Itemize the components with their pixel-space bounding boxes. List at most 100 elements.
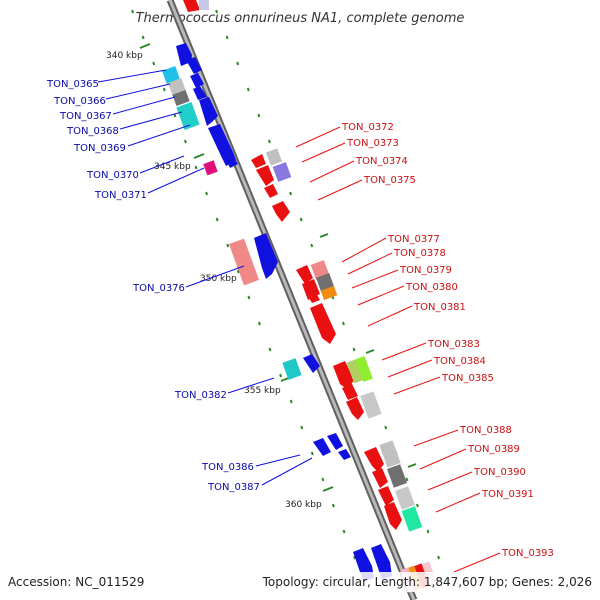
gene-arrow[interactable] [254, 233, 278, 279]
gene-arrow[interactable] [193, 86, 207, 100]
gene-box[interactable] [228, 238, 260, 286]
gene-arrow[interactable] [313, 438, 331, 456]
guide-dot [225, 35, 229, 40]
guide-dot [300, 425, 304, 430]
gene-arrow[interactable] [190, 73, 204, 88]
guide-dot [268, 347, 272, 352]
gene-box[interactable] [162, 66, 180, 84]
guide-dot [215, 9, 219, 14]
gene-label[interactable]: TON_0382 [174, 390, 227, 401]
gene-arrow[interactable] [378, 486, 394, 506]
gene-label[interactable]: TON_0365 [46, 79, 99, 90]
tick-mark [407, 463, 417, 468]
gene-label[interactable]: TON_0366 [53, 96, 106, 107]
gene-box[interactable] [387, 464, 407, 488]
gene-label[interactable]: TON_0386 [201, 462, 254, 473]
gene-label[interactable]: TON_0371 [94, 190, 147, 201]
gene-arrow[interactable] [199, 97, 218, 126]
gene-label[interactable]: TON_0388 [459, 425, 512, 436]
gene-arrow[interactable] [327, 433, 343, 450]
guide-dot [215, 217, 219, 222]
gene-arrow[interactable] [186, 57, 202, 74]
gene-label[interactable]: TON_0378 [393, 248, 446, 259]
gene-box[interactable] [316, 273, 334, 291]
guide-dot [246, 87, 250, 92]
gene-label[interactable]: TON_0391 [481, 489, 534, 500]
gene-box[interactable] [176, 101, 200, 131]
gene-label[interactable]: TON_0384 [433, 356, 486, 367]
guide-dot [267, 139, 271, 144]
gene-label[interactable]: TON_0374 [355, 156, 408, 167]
gene-label[interactable]: TON_0372 [341, 122, 394, 133]
guide-dot [332, 503, 335, 508]
gene-arrow[interactable] [264, 184, 278, 198]
gene-label[interactable]: TON_0381 [413, 302, 466, 313]
gene-label[interactable]: TON_0376 [132, 283, 185, 294]
gene-box[interactable] [379, 440, 401, 468]
guide-dot [226, 243, 230, 248]
gene-box[interactable] [199, 0, 209, 10]
guide-dot [205, 191, 209, 196]
guide-dot [405, 477, 409, 482]
guide-dot [426, 529, 430, 534]
guide-dot [341, 321, 345, 326]
gene-label[interactable]: TON_0380 [405, 282, 458, 293]
gene-label[interactable]: TON_0389 [467, 444, 520, 455]
guide-dot [289, 399, 293, 404]
gene-arrow[interactable] [371, 544, 392, 580]
right-gene-labels: TON_0372 TON_0373 TON_0374 TON_0375 TON_… [341, 122, 554, 559]
guide-dot [279, 373, 283, 378]
gene-box[interactable] [395, 486, 415, 510]
guide-dot [194, 165, 198, 170]
gene-box[interactable] [282, 358, 302, 380]
guide-dot [299, 217, 303, 222]
tick-marks: 340 kbp 345 kbp 350 kbp 355 kbp 360 kbp [106, 43, 417, 510]
gene-arrow[interactable] [208, 124, 236, 166]
gene-label[interactable]: TON_0367 [59, 111, 112, 122]
gene-arrow[interactable] [226, 157, 238, 168]
gene-box[interactable] [272, 162, 292, 182]
tick-label: 355 kbp [244, 386, 281, 396]
gene-label[interactable]: TON_0383 [427, 339, 480, 350]
gene-label[interactable]: TON_0368 [66, 126, 119, 137]
gene-label[interactable]: TON_0387 [207, 482, 260, 493]
guide-dot [342, 529, 346, 534]
gene-arrow[interactable] [346, 397, 364, 420]
gene-label[interactable]: TON_0385 [441, 373, 494, 384]
gene-box[interactable] [172, 89, 190, 107]
gene-label[interactable]: TON_0390 [473, 467, 526, 478]
gene-arrow[interactable] [183, 0, 200, 12]
tick-label: 350 kbp [200, 274, 237, 284]
gene-box[interactable] [401, 506, 423, 532]
gene-arrow[interactable] [364, 447, 384, 472]
gene-arrow[interactable] [296, 265, 313, 284]
gene-box[interactable] [203, 160, 218, 176]
gene-label[interactable]: TON_0377 [387, 234, 440, 245]
gene-arrow[interactable] [372, 468, 388, 488]
accession-text: Accession: NC_011529 [8, 575, 144, 589]
gene-box[interactable] [360, 391, 382, 419]
gene-arrow[interactable] [310, 303, 336, 344]
gene-box[interactable] [265, 148, 283, 166]
gene-label[interactable]: TON_0379 [399, 265, 452, 276]
gene-label[interactable]: TON_0370 [86, 170, 139, 181]
gene-arrow[interactable] [256, 165, 274, 186]
gene-arrow[interactable] [251, 154, 266, 168]
gene-label[interactable]: TON_0393 [501, 548, 554, 559]
tick-mark [193, 153, 205, 159]
map-title: Thermococcus onnurineus NA1, complete ge… [136, 11, 465, 26]
gene-arrow[interactable] [338, 449, 351, 460]
tick-mark [139, 43, 151, 49]
gene-arrow[interactable] [384, 502, 402, 530]
gene-arrow[interactable] [333, 361, 354, 390]
gene-label[interactable]: TON_0375 [363, 175, 416, 186]
gene-label[interactable]: TON_0369 [73, 143, 126, 154]
gene-label[interactable]: TON_0373 [346, 138, 399, 149]
gene-arrow[interactable] [342, 384, 358, 400]
gene-box[interactable] [320, 285, 338, 301]
gene-box[interactable] [355, 356, 373, 382]
gene-arrow[interactable] [308, 293, 320, 303]
gene-arrow[interactable] [272, 201, 290, 222]
gene-box[interactable] [346, 358, 366, 384]
gene-arrow[interactable] [303, 354, 320, 373]
